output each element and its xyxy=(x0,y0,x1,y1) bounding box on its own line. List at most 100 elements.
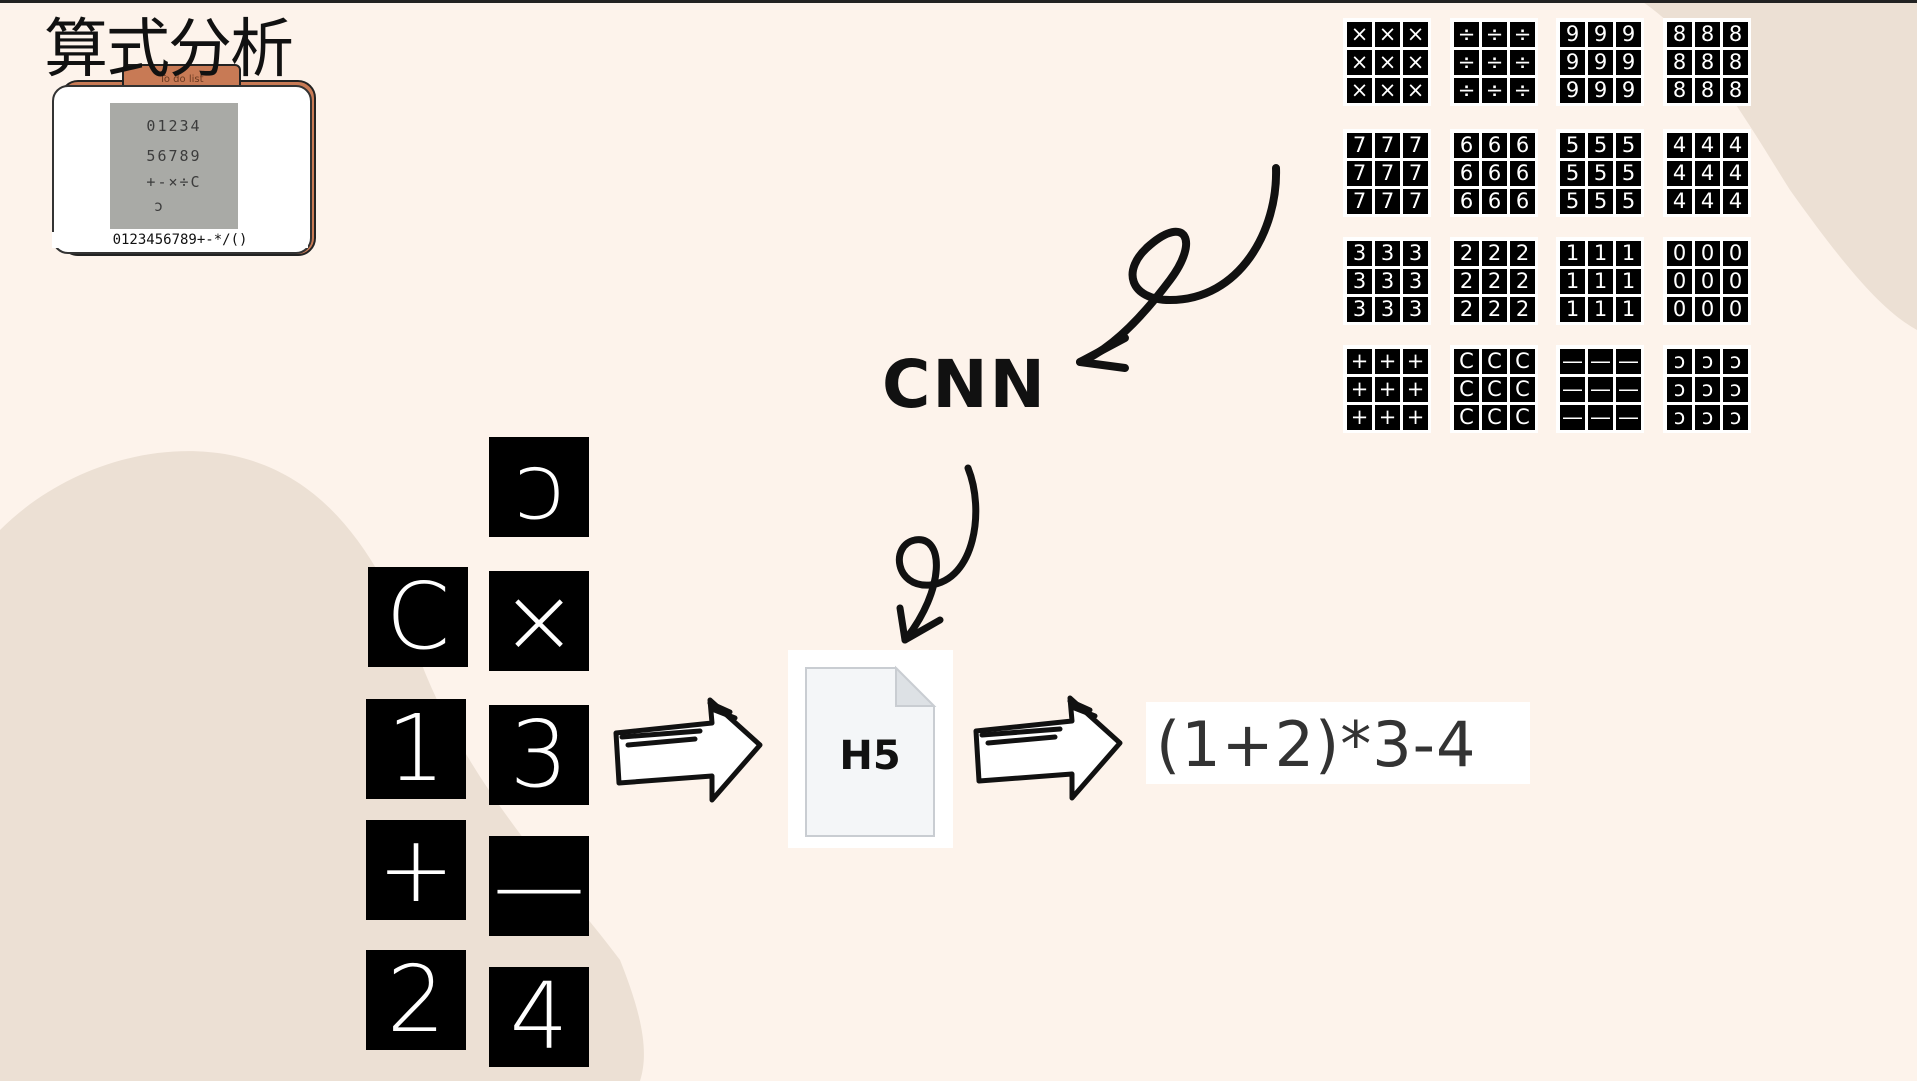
dataset-sample: × xyxy=(1403,50,1428,75)
dataset-sample: — xyxy=(1588,349,1613,374)
dataset-sample: 6 xyxy=(1510,189,1535,214)
input-symbol: 1 xyxy=(366,699,466,799)
dataset-sample: 0 xyxy=(1695,241,1720,266)
dataset-sample: 4 xyxy=(1695,161,1720,186)
dataset-sample: — xyxy=(1616,405,1641,430)
dataset-sample: — xyxy=(1588,405,1613,430)
dataset-sample: 7 xyxy=(1375,161,1400,186)
dataset-sample: 6 xyxy=(1482,161,1507,186)
photo-line: +-×÷C xyxy=(146,173,202,191)
dataset-sample: 1 xyxy=(1588,297,1613,322)
dataset-sample: × xyxy=(1403,22,1428,47)
dataset-sample: 6 xyxy=(1510,133,1535,158)
dataset-sample: × xyxy=(1347,22,1372,47)
dataset-sample: ɔ xyxy=(1667,405,1692,430)
dataset-sample: 3 xyxy=(1375,269,1400,294)
dataset-sample: 9 xyxy=(1588,78,1613,103)
dataset-sample: ÷ xyxy=(1510,22,1535,47)
handwriting-photo: 01234 56789 +-×÷C ɔ xyxy=(110,103,238,229)
dataset-sample: 5 xyxy=(1616,189,1641,214)
dataset-sample: 4 xyxy=(1695,189,1720,214)
dataset-sample: 2 xyxy=(1510,241,1535,266)
dataset-sample: 7 xyxy=(1375,133,1400,158)
dataset-sample: 8 xyxy=(1667,78,1692,103)
dataset-sample: ɔ xyxy=(1723,377,1748,402)
dataset-sample: + xyxy=(1403,377,1428,402)
dataset-sample: × xyxy=(1375,22,1400,47)
dataset-sample: 0 xyxy=(1723,297,1748,322)
dataset-sample: C xyxy=(1454,377,1479,402)
dataset-sample: 8 xyxy=(1723,78,1748,103)
dataset-sample: 7 xyxy=(1375,189,1400,214)
input-symbol: 4 xyxy=(489,967,589,1067)
dataset-sample: — xyxy=(1560,349,1585,374)
dataset-sample: + xyxy=(1347,377,1372,402)
dataset-sample: 4 xyxy=(1723,133,1748,158)
dataset-sample: 1 xyxy=(1560,297,1585,322)
dataset-sample: ÷ xyxy=(1510,50,1535,75)
dataset-sample: ɔ xyxy=(1667,349,1692,374)
dataset-sample: ɔ xyxy=(1695,377,1720,402)
dataset-sample: C xyxy=(1482,349,1507,374)
dataset-sample: — xyxy=(1616,349,1641,374)
dataset-sample: 6 xyxy=(1482,189,1507,214)
dataset-sample: ɔ xyxy=(1695,349,1720,374)
dataset-sample: 2 xyxy=(1482,297,1507,322)
input-symbol: 3 xyxy=(489,705,589,805)
dataset-sample: + xyxy=(1403,405,1428,430)
dataset-sample: × xyxy=(1347,50,1372,75)
dataset-sample: 9 xyxy=(1588,22,1613,47)
dataset-sample: × xyxy=(1403,78,1428,103)
dataset-sample: C xyxy=(1454,349,1479,374)
dataset-sample: 3 xyxy=(1375,241,1400,266)
dataset-sample: 9 xyxy=(1616,78,1641,103)
dataset-sample: 0 xyxy=(1695,297,1720,322)
dataset-sample: 1 xyxy=(1560,241,1585,266)
dataset-sample: C xyxy=(1482,405,1507,430)
input-symbol: — xyxy=(489,836,589,936)
dataset-sample: 3 xyxy=(1375,297,1400,322)
dataset-sample: ÷ xyxy=(1454,78,1479,103)
dataset-sample: 8 xyxy=(1667,50,1692,75)
cnn-label: CNN xyxy=(882,346,1047,423)
dataset-sample: 9 xyxy=(1588,50,1613,75)
dataset-sample: 3 xyxy=(1403,297,1428,322)
dataset-sample: 7 xyxy=(1347,189,1372,214)
dataset-sample: 6 xyxy=(1454,189,1479,214)
dataset-sample: 8 xyxy=(1723,50,1748,75)
dataset-sample: ɔ xyxy=(1695,405,1720,430)
dataset-sample: 9 xyxy=(1616,22,1641,47)
dataset-sample: 2 xyxy=(1454,297,1479,322)
top-border xyxy=(0,0,1917,3)
dataset-sample: 7 xyxy=(1347,161,1372,186)
dataset-sample: 8 xyxy=(1695,50,1720,75)
dataset-sample: 5 xyxy=(1616,161,1641,186)
dataset-sample: ɔ xyxy=(1723,405,1748,430)
dataset-sample: × xyxy=(1375,78,1400,103)
dataset-sample: 9 xyxy=(1560,22,1585,47)
dataset-sample: 6 xyxy=(1482,133,1507,158)
dataset-sample: × xyxy=(1347,78,1372,103)
input-symbol: + xyxy=(366,820,466,920)
dataset-sample: 4 xyxy=(1695,133,1720,158)
dataset-sample: 0 xyxy=(1667,269,1692,294)
dataset-sample: ÷ xyxy=(1454,22,1479,47)
dataset-sample: 8 xyxy=(1723,22,1748,47)
dataset-sample: 0 xyxy=(1667,241,1692,266)
dataset-sample: C xyxy=(1510,405,1535,430)
input-symbol: × xyxy=(489,571,589,671)
dataset-sample: 5 xyxy=(1588,189,1613,214)
dataset-sample: 0 xyxy=(1667,297,1692,322)
dataset-sample: 5 xyxy=(1588,133,1613,158)
photo-line: 56789 xyxy=(146,147,202,165)
dataset-sample: 4 xyxy=(1667,133,1692,158)
dataset-sample: 4 xyxy=(1667,161,1692,186)
dataset-sample: 4 xyxy=(1723,189,1748,214)
